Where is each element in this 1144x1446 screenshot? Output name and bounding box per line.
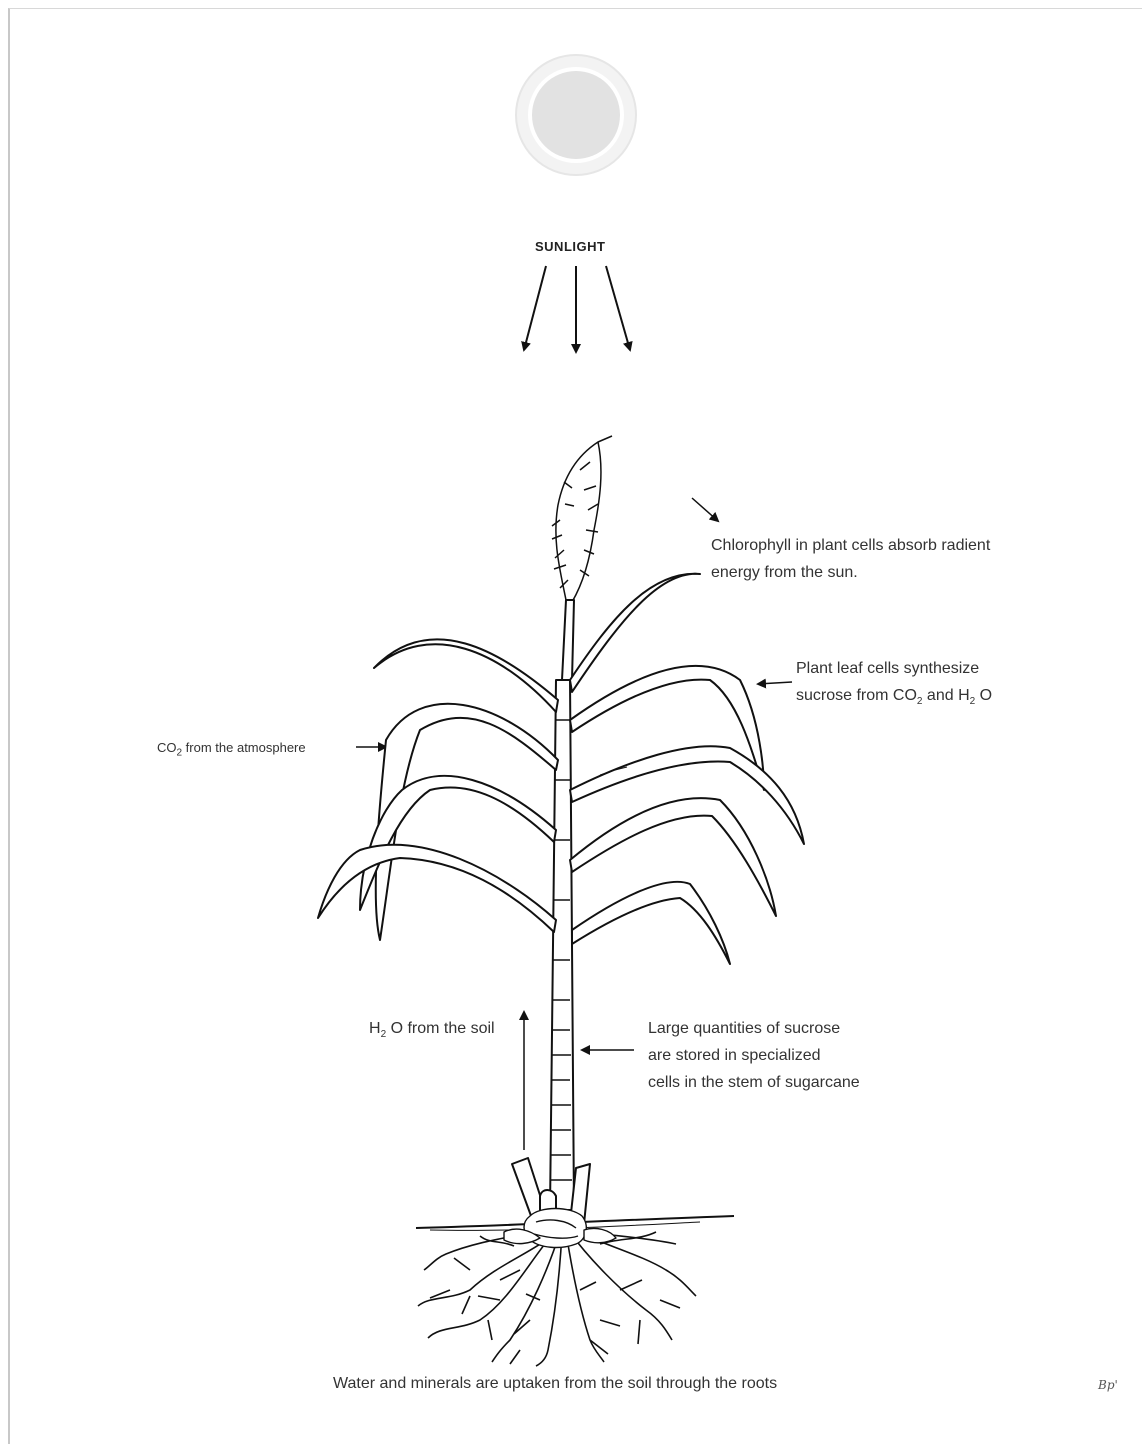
h2o-label: H2 O from the soil bbox=[369, 1015, 495, 1042]
sucrose-storage-line-2: are stored in specialized bbox=[648, 1042, 860, 1069]
chlorophyll-arrow bbox=[692, 498, 718, 521]
leaf-cells-label: Plant leaf cells synthesize sucrose from… bbox=[796, 655, 992, 709]
chlorophyll-label-line-1: Chlorophyll in plant cells absorb radien… bbox=[711, 532, 990, 559]
leaf-cells-label-line-1: Plant leaf cells synthesize bbox=[796, 655, 992, 682]
tassel bbox=[552, 436, 612, 602]
leaf-cells-label-line-2: sucrose from CO2 and H2 O bbox=[796, 682, 992, 709]
chlorophyll-label: Chlorophyll in plant cells absorb radien… bbox=[711, 532, 990, 586]
sunlight-arrow-right bbox=[606, 266, 630, 350]
sucrose-storage-line-1: Large quantities of sucrose bbox=[648, 1015, 860, 1042]
roots-caption: Water and minerals are uptaken from the … bbox=[333, 1370, 777, 1397]
leaves-left bbox=[318, 639, 558, 940]
sunlight-arrow-left bbox=[524, 266, 546, 350]
roots bbox=[418, 1228, 696, 1366]
sun-icon bbox=[516, 55, 636, 175]
root-knot bbox=[504, 1209, 616, 1248]
sucrose-storage-line-3: cells in the stem of sugarcane bbox=[648, 1069, 860, 1096]
artist-signature: Bp' bbox=[1098, 1378, 1118, 1392]
sunlight-label: SUNLIGHT bbox=[535, 233, 605, 260]
sucrose-storage-label: Large quantities of sucrose are stored i… bbox=[648, 1015, 860, 1096]
chlorophyll-label-line-2: energy from the sun. bbox=[711, 559, 990, 586]
sunlight-arrows bbox=[524, 266, 630, 352]
leaves-right bbox=[570, 574, 804, 964]
leaf-cells-arrow bbox=[758, 682, 792, 684]
co2-label: CO2 from the atmosphere bbox=[157, 739, 306, 757]
